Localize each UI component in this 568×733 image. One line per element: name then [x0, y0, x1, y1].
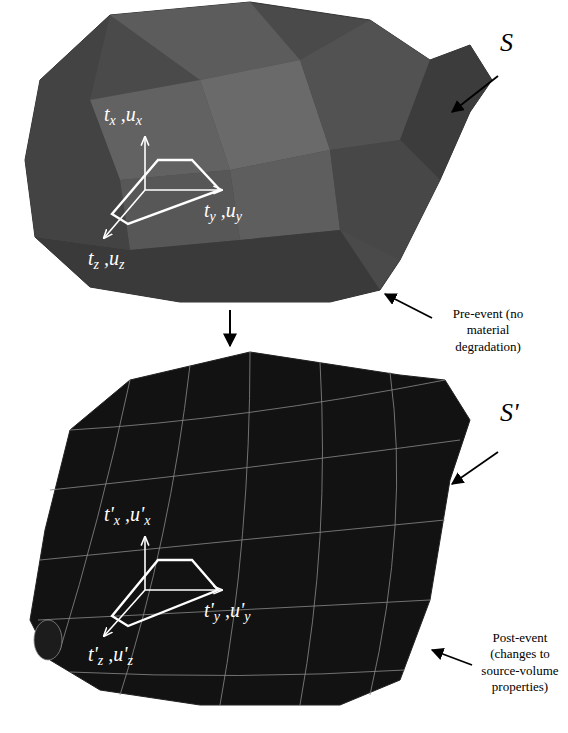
leader-arrow [385, 76, 498, 665]
vector-label: t'x ,u'x [104, 504, 151, 528]
surface-label: S' [500, 400, 519, 426]
traction-displacement-axes [104, 537, 222, 636]
pre-event-volume [25, 2, 492, 302]
annotation: Pre-event (no material degradation) [438, 306, 538, 355]
vector-label: tx ,ux [104, 104, 142, 128]
vector-label: tz ,uz [88, 248, 124, 272]
transition-arrow [229, 310, 231, 346]
post-event-volume [30, 352, 470, 705]
vector-label: ty ,uy [204, 200, 242, 224]
traction-displacement-axes [104, 137, 222, 238]
surface-label: S [500, 30, 513, 56]
vector-label: t'z ,u'z [88, 644, 133, 668]
annotation: Post-event (changes to source-volume pro… [476, 630, 564, 695]
vector-label: t'y ,u'y [204, 600, 251, 624]
